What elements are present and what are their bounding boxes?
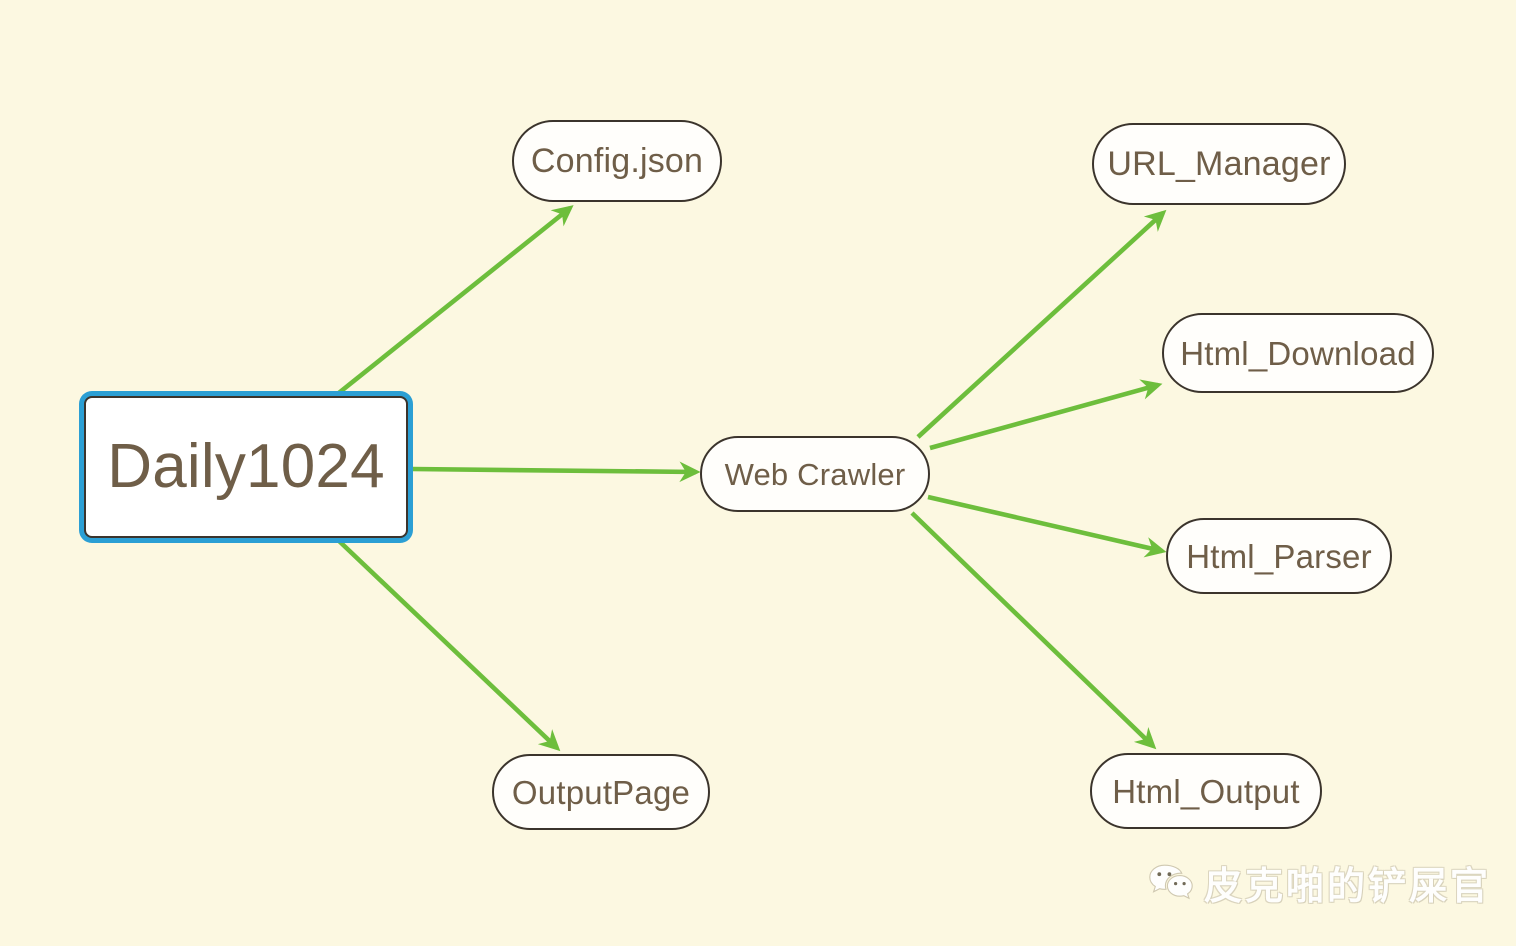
node-html-output[interactable]: Html_Output [1090,753,1322,829]
edge-crawler-to-htmloutput [910,511,1157,750]
node-output-page[interactable]: OutputPage [492,754,710,830]
node-label: Html_Download [1180,334,1416,372]
watermark-text: 皮克啪的铲屎官 [1204,864,1492,908]
edge-root-to-crawler [411,461,701,483]
edge-root-to-config [333,205,574,398]
node-label: OutputPage [511,773,691,811]
node-label: URL_Manager [1107,145,1331,183]
node-label: Html_Output [1112,772,1300,810]
edge-crawler-to-urlmanager [916,209,1167,439]
node-label: Web Crawler [724,456,906,492]
node-label: Config.json [530,142,704,180]
edge-crawler-to-htmlparser [927,494,1167,558]
node-url-manager[interactable]: URL_Manager [1092,123,1346,205]
node-config-json[interactable]: Config.json [512,120,722,202]
node-label: Daily1024 [107,432,385,501]
node-daily1024[interactable]: Daily1024 [84,396,408,538]
node-web-crawler[interactable]: Web Crawler [700,436,930,512]
edge-crawler-to-htmldownload [929,379,1163,451]
edge-root-to-outputpage [336,538,561,752]
wechat-icon [1149,864,1193,899]
node-label: Html_Parser [1186,537,1372,575]
watermark: 皮克啪的铲屎官 [1148,855,1491,910]
node-html-download[interactable]: Html_Download [1162,313,1434,393]
node-html-parser[interactable]: Html_Parser [1166,518,1392,594]
